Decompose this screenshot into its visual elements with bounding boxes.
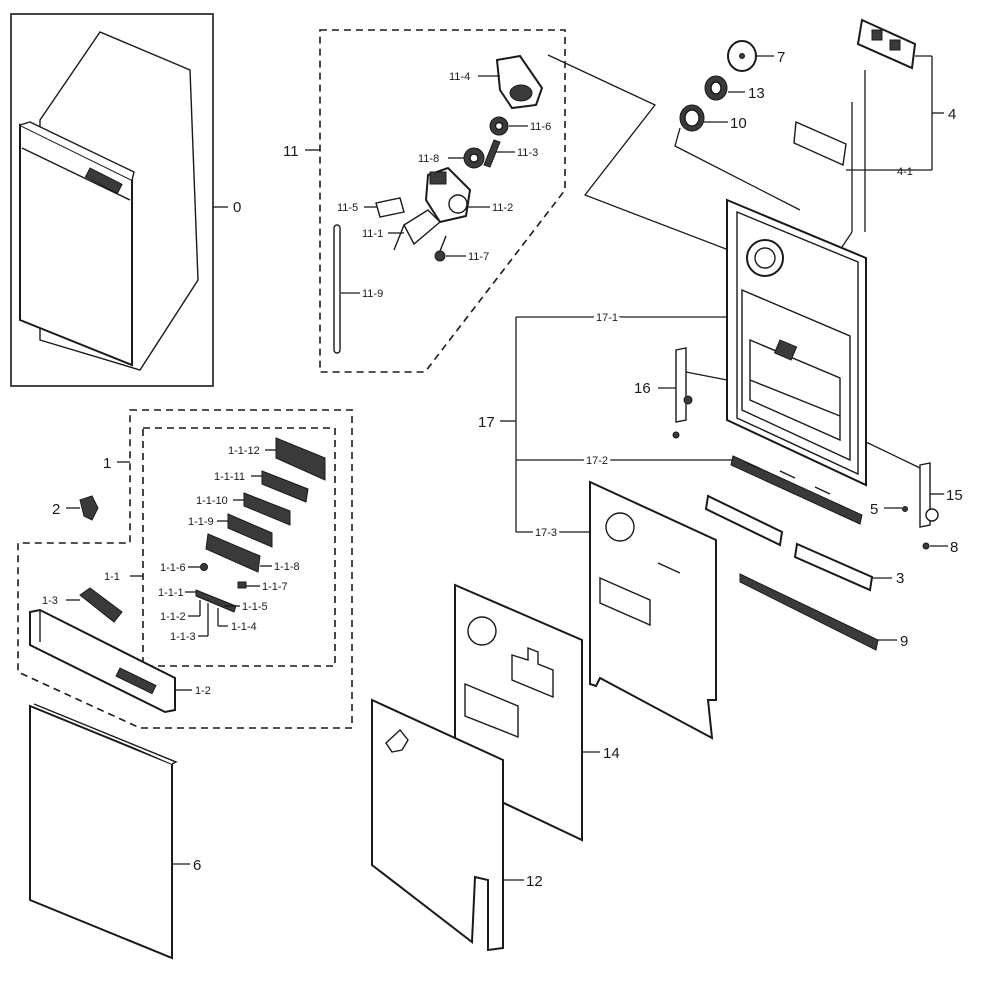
label-11-1: 11-1: [362, 228, 383, 240]
parts-3-9-rails: 3 9: [704, 494, 908, 651]
label-1-1-2: 1-1-2: [160, 611, 186, 623]
label-1-1-9: 1-1-9: [188, 516, 214, 528]
label-1-1-1: 1-1-1: [158, 587, 184, 599]
label-9: 9: [900, 633, 908, 650]
label-1-1-12: 1-1-12: [228, 445, 260, 457]
label-16: 16: [634, 380, 651, 397]
label-6: 6: [193, 857, 201, 874]
label-17-2: 17-2: [586, 455, 608, 467]
part-1-group: 1 1-1-12 1-1-11 1-1-10 1-1-9 1-1-8 1-1-6…: [17, 409, 353, 729]
parts-15-5-8-hinge-right: 15 5 8: [865, 441, 963, 556]
label-1-1-5: 1-1-5: [242, 601, 268, 613]
part-17-1-inner-door: [726, 198, 867, 487]
label-12: 12: [526, 873, 543, 890]
label-1-2: 1-2: [195, 685, 211, 697]
label-5: 5: [870, 501, 878, 518]
label-1-1-4: 1-1-4: [231, 621, 257, 633]
label-11: 11: [283, 143, 299, 160]
label-7: 7: [777, 49, 785, 66]
label-17-3: 17-3: [535, 527, 557, 539]
part-12-panel: 12: [371, 698, 543, 952]
parts-7-13-10-cap-seals: 7 13 10: [547, 40, 801, 263]
label-2: 2: [52, 501, 60, 518]
label-11-8: 11-8: [418, 153, 439, 165]
label-1-1-11: 1-1-11: [214, 471, 245, 483]
label-1-1-8: 1-1-8: [274, 561, 300, 573]
label-11-3: 11-3: [517, 147, 538, 159]
label-4: 4: [948, 106, 956, 123]
label-1-1-7: 1-1-7: [262, 581, 288, 593]
label-17-1: 17-1: [596, 312, 618, 324]
parts-4-4-1-control-board: 4 4-1: [759, 18, 956, 371]
part-11-group: 11 11-4 11-6 11-8 11-3 11-2 11-5: [283, 29, 566, 373]
label-11-9: 11-9: [362, 288, 383, 300]
label-17: 17: [478, 414, 495, 431]
label-1-1-3: 1-1-3: [170, 631, 196, 643]
label-0: 0: [233, 199, 241, 216]
label-11-7: 11-7: [468, 251, 489, 263]
label-4-1: 4-1: [897, 166, 913, 178]
label-10: 10: [730, 115, 747, 132]
label-1-1: 1-1: [104, 571, 120, 583]
label-11-5: 11-5: [337, 202, 358, 214]
part-0-dishwasher-assembly: 0: [10, 13, 241, 387]
part-16-hinge-left: 16: [634, 347, 728, 439]
label-11-6: 11-6: [530, 121, 551, 133]
label-1: 1: [103, 455, 111, 472]
label-15: 15: [946, 487, 963, 504]
label-11-4: 11-4: [449, 71, 470, 83]
part-17-3-panel: [589, 480, 717, 740]
label-1-1-6: 1-1-6: [160, 562, 186, 574]
label-13: 13: [748, 85, 765, 102]
part-17-2-bottom-trim: [730, 455, 863, 525]
label-1-1-10: 1-1-10: [196, 495, 228, 507]
part-17-leaders: 17 17-1 17-2 17-3: [478, 309, 734, 542]
part-6-door-panel: 6: [29, 703, 201, 960]
label-3: 3: [896, 570, 904, 587]
label-8: 8: [950, 539, 958, 556]
label-11-2: 11-2: [492, 202, 513, 214]
label-1-3: 1-3: [42, 595, 58, 607]
label-14: 14: [603, 745, 620, 762]
